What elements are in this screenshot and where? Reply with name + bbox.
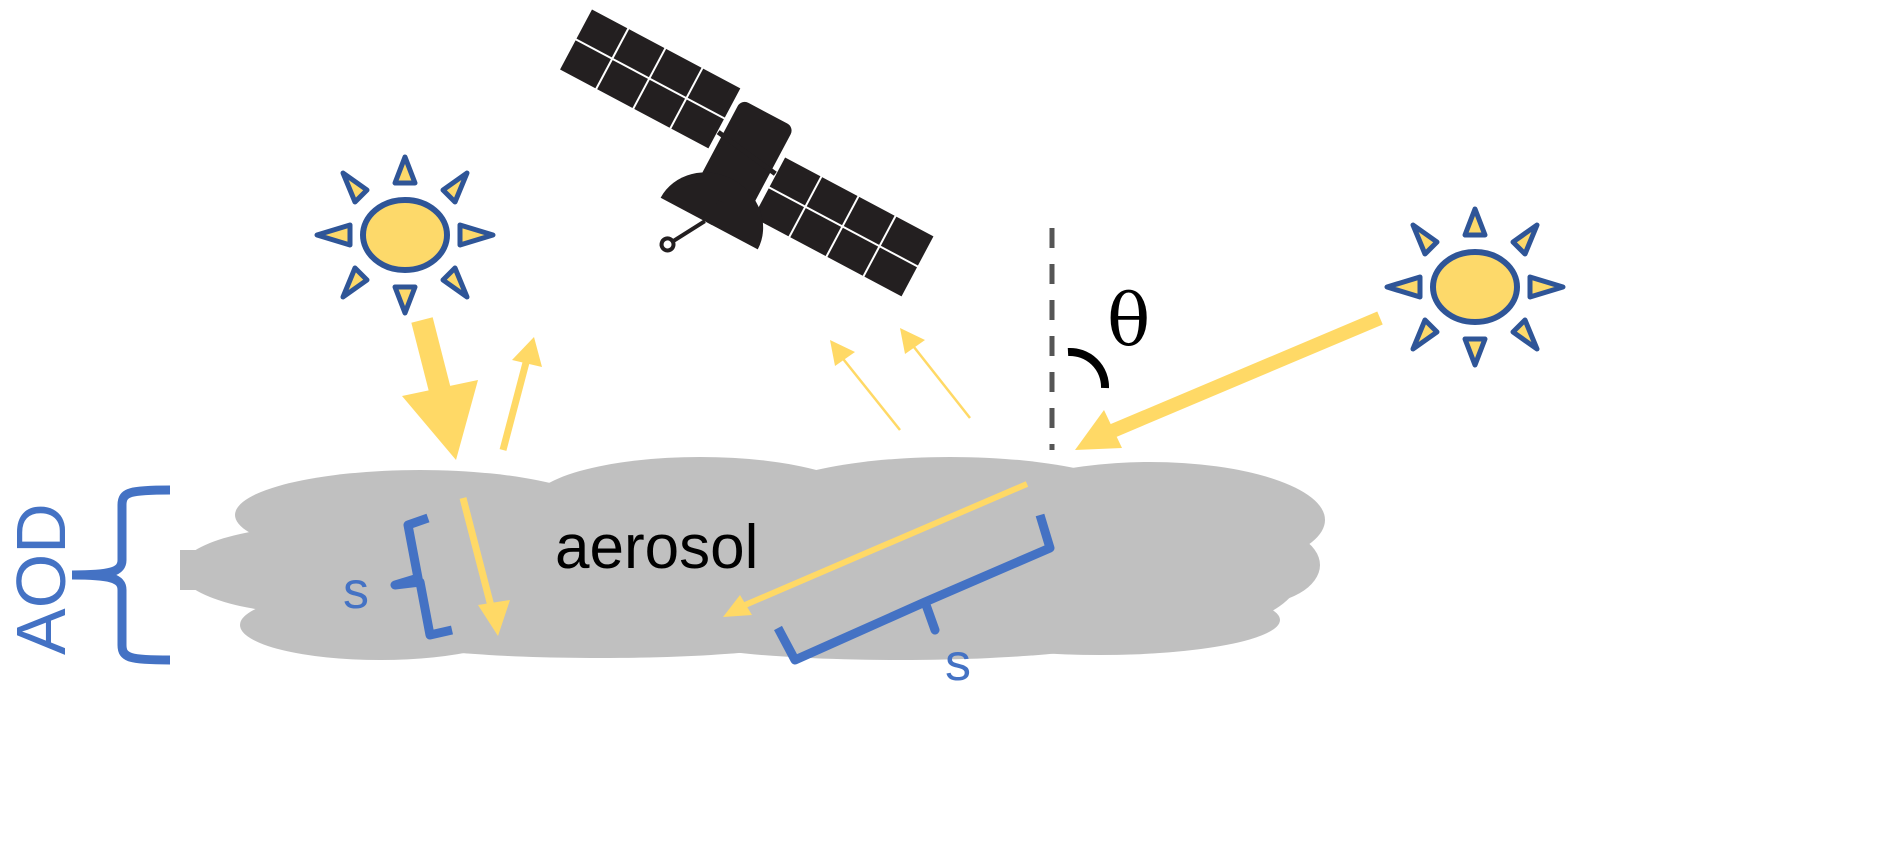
sun-icon-left (317, 157, 493, 313)
vertical-path-arrow (459, 497, 496, 611)
slant-incoming-light-arrow (1107, 311, 1383, 439)
sun-icon-right (1387, 209, 1563, 365)
satellite-icon (557, 6, 937, 300)
slant-path-label: s (945, 634, 971, 692)
slant-path-bracket (774, 513, 1055, 665)
aod-bracket (71, 485, 171, 665)
reflected-light-arrow (499, 354, 532, 451)
aod-label: AOD (2, 503, 80, 655)
light-arrows (402, 311, 1383, 636)
scattered-light-arrow (839, 354, 901, 431)
slant-path-arrow (743, 481, 1029, 608)
angle-arc (1067, 347, 1109, 389)
aerosol-label: aerosol (555, 513, 758, 582)
angle-theta-label: θ (1107, 278, 1150, 362)
aerosol-cloud (180, 457, 1325, 660)
scattered-light-arrow (909, 341, 971, 419)
vertical-path-bracket (390, 513, 453, 640)
vertical-path-label: s (343, 562, 369, 620)
